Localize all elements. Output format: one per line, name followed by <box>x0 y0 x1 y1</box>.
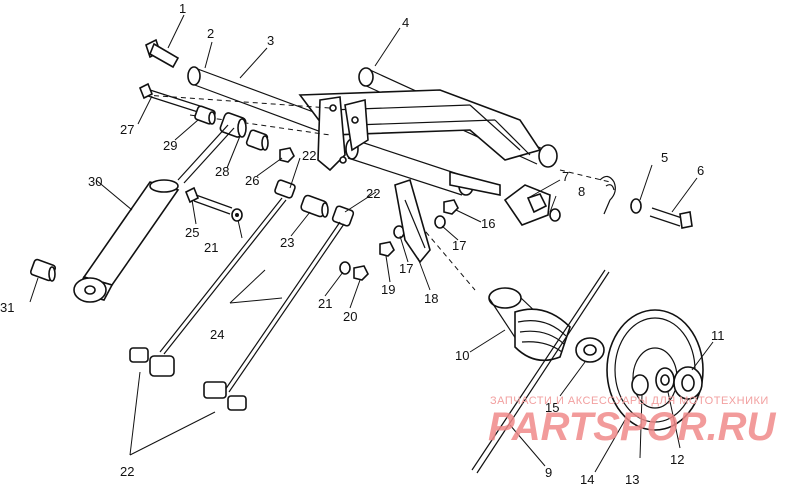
bolt-27 <box>138 82 201 113</box>
washer-21-right <box>339 261 351 275</box>
callout-18: 18 <box>424 291 438 306</box>
swing-arm-frame <box>187 66 558 196</box>
spacer-22-lower-left <box>129 347 175 377</box>
callout-16: 16 <box>481 216 495 231</box>
washer-21-left <box>231 208 243 222</box>
callout-2: 2 <box>207 26 214 41</box>
callout-3: 3 <box>267 33 274 48</box>
callout-30: 30 <box>88 174 102 189</box>
bearing-13 <box>631 374 649 396</box>
spacer-23 <box>300 194 329 218</box>
callout-22b: 22 <box>366 186 380 201</box>
link-rods-24 <box>159 197 345 393</box>
callout-21b: 21 <box>318 296 332 311</box>
callout-1: 1 <box>179 1 186 16</box>
shock-absorber-30 <box>73 124 235 303</box>
spacer-26a <box>245 129 269 151</box>
callout-13: 13 <box>625 472 639 486</box>
watermark-logo: PARTSPOR.RU <box>488 405 777 449</box>
washer-8 <box>549 208 561 222</box>
callout-14: 14 <box>580 472 594 486</box>
callout-23: 23 <box>280 235 294 250</box>
bushing-29 <box>194 105 216 125</box>
callout-22a: 22 <box>302 148 316 163</box>
nut-20 <box>353 265 369 281</box>
callout-6: 6 <box>697 163 704 178</box>
callout-19: 19 <box>381 282 395 297</box>
alignment-lines <box>144 94 611 291</box>
callout-15: 15 <box>545 400 559 415</box>
callout-5: 5 <box>661 150 668 165</box>
watermark: ЗАПЧАСТИ И АКСЕССУАРЫ ДЛЯ МОТОТЕХНИКИ PA… <box>488 395 777 449</box>
spacer-22-upper <box>274 179 296 199</box>
washer-15 <box>575 337 605 363</box>
callout-11: 11 <box>711 328 725 343</box>
bracket-18 <box>394 178 431 264</box>
watermark-top-text: ЗАПЧАСТИ И АКСЕССУАРЫ ДЛЯ МОТОТЕХНИКИ <box>490 395 769 407</box>
callout-9: 9 <box>545 465 552 480</box>
callout-7: 7 <box>562 169 569 184</box>
nut-26 <box>279 147 295 163</box>
callout-17b: 17 <box>399 261 413 276</box>
nut-19 <box>379 241 395 257</box>
washer-11 <box>673 366 703 400</box>
spacer-22-lower-right <box>203 381 247 411</box>
callout-31: 31 <box>0 300 14 315</box>
washer-5 <box>630 198 642 214</box>
callout-26: 26 <box>245 173 259 188</box>
bolt-25 <box>184 186 233 215</box>
bolt-1 <box>145 38 180 69</box>
callout-4: 4 <box>402 15 409 30</box>
bushing-28 <box>219 112 247 138</box>
callout-24: 24 <box>210 327 224 342</box>
callout-17a: 17 <box>452 238 466 253</box>
callout-28: 28 <box>215 164 229 179</box>
callout-21a: 21 <box>204 240 218 255</box>
callout-10: 10 <box>455 348 469 363</box>
bolt-6 <box>649 207 693 229</box>
clip-5 <box>599 175 616 215</box>
callout-22c: 22 <box>120 464 134 479</box>
callout-12: 12 <box>670 452 684 467</box>
callout-20: 20 <box>343 309 357 324</box>
callout-27: 27 <box>120 122 134 137</box>
callout-labels: 1 2 3 4 5 6 7 8 9 10 11 12 13 14 15 16 1… <box>0 1 725 486</box>
callout-8: 8 <box>578 184 585 199</box>
washer-17-right <box>434 215 446 229</box>
callout-25: 25 <box>185 225 199 240</box>
bushing-31 <box>29 258 57 282</box>
nut-16 <box>443 199 459 215</box>
leader-lines <box>29 14 714 473</box>
spring-10 <box>488 287 571 362</box>
spacer-22-mid <box>331 205 355 227</box>
spacer-12 <box>655 367 675 393</box>
block-7 <box>503 184 551 226</box>
rod-9 <box>471 269 610 474</box>
callout-29: 29 <box>163 138 177 153</box>
